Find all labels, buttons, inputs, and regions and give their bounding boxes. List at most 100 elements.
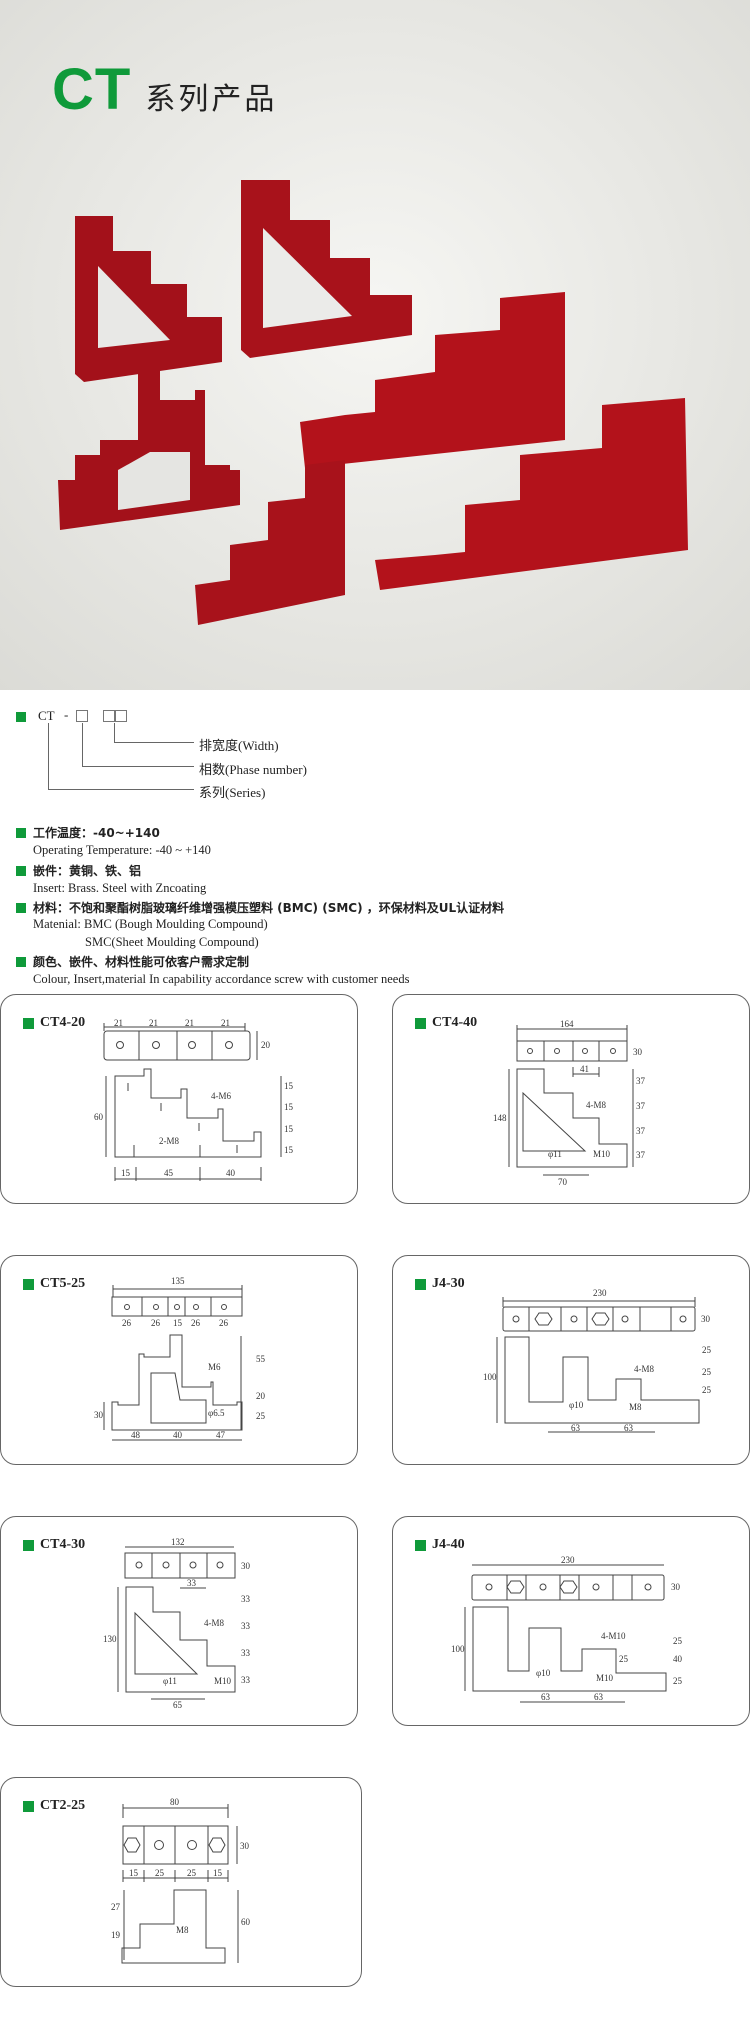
dim-label: 15 [284,1081,294,1091]
dim-label: 33 [241,1648,251,1658]
width-leader [114,723,194,743]
dim-label: 21 [114,1018,123,1028]
dim-label: 20 [256,1391,266,1401]
dim-label: 148 [493,1113,507,1123]
drawing-ct5-25: 135 26 26 15 26 26 M6 φ6.5 55 20 25 30 4… [94,1276,266,1441]
dim-label: 40 [673,1654,683,1664]
bullet-square-icon [16,828,26,838]
series-label: 系列(Series) [199,785,266,800]
product-card-ct2-25: CT2-25 80 30 15 25 25 15 27 19 M8 60 [0,1777,362,1987]
bullet-square-icon [16,866,26,876]
dim-label: 37 [636,1076,646,1086]
product-title: CT4-30 [23,1537,85,1553]
dim-label: 25 [702,1345,712,1355]
dim-label: 26 [122,1318,132,1328]
bullet-square-icon [415,1017,426,1029]
product-card-j4-40: J4-40 230 30 100 25 40 25 25 4-M10 φ10 M… [392,1516,750,1726]
dim-label: 45 [164,1168,174,1178]
bullet-square-icon [23,1539,34,1551]
dim-label: 55 [256,1354,266,1364]
series-leader [48,723,194,790]
bullet-square-icon [23,1278,34,1290]
dim-label: 2-M8 [159,1136,179,1146]
code-dash: - [64,707,69,722]
product-name: CT2-25 [40,1798,86,1813]
drawing-j4-40: 230 30 100 25 40 25 25 4-M10 φ10 M10 63 … [451,1555,683,1703]
dim-label: M10 [214,1676,232,1686]
product-card-ct4-20: CT4-20 21 21 21 21 20 60 15 15 15 15 4-M… [0,994,358,1204]
dim-label: φ11 [163,1676,177,1686]
busbar-support-j4-30 [300,292,565,468]
product-title: J4-30 [415,1276,465,1292]
spec-text: SMC(Sheet Moulding Compound) [85,935,259,949]
dim-label: 37 [636,1101,646,1111]
dim-label: 33 [241,1621,251,1631]
dim-label: 15 [173,1318,183,1328]
bullet-square-icon [16,712,26,722]
spec-text: Colour, Insert,material In capability ac… [33,972,410,986]
dim-label: 30 [241,1561,251,1571]
dim-label: M6 [208,1362,221,1372]
dim-label: 230 [561,1555,575,1565]
width-box-1 [103,710,115,722]
dim-label: 37 [636,1126,646,1136]
dim-label: 25 [673,1636,683,1646]
busbar-support-j4-40 [375,398,688,590]
product-name: J4-40 [432,1537,465,1552]
busbar-support-ct4-30 [75,216,222,382]
dim-label: 25 [187,1868,197,1878]
dim-label: φ11 [548,1149,562,1159]
dim-label: 80 [170,1797,180,1807]
bullet-square-icon [23,1800,34,1812]
dim-label: M10 [593,1149,611,1159]
width-box-2 [115,710,127,722]
spec-text: Insert: Brass. Steel with Zncoating [33,881,207,895]
dim-label: 25 [619,1654,629,1664]
dim-label: 60 [241,1917,251,1927]
dim-label: 15 [213,1868,223,1878]
dim-label: 63 [594,1692,604,1702]
dim-label: 33 [187,1578,197,1588]
dim-label: 100 [451,1644,465,1654]
code-prefix: CT [38,708,55,723]
drawing-ct4-20: 21 21 21 21 20 60 15 15 15 15 4-M6 2-M8 … [94,1018,294,1181]
product-card-ct4-40: CT4-40 164 30 41 148 37 37 37 37 4-M8 φ1… [392,994,750,1204]
dim-label: 63 [541,1692,551,1702]
dim-label: φ10 [569,1400,584,1410]
dim-label: φ6.5 [208,1408,225,1418]
spec-heading: 工作温度：-40~+140 [33,826,160,840]
dim-label: 25 [702,1385,712,1395]
dim-label: 130 [103,1634,117,1644]
busbar-support-ct5-25 [58,370,240,530]
brand-text: CT [52,57,132,122]
dim-label: 21 [185,1018,194,1028]
dim-label: 40 [173,1430,183,1440]
product-name: J4-30 [432,1276,465,1291]
product-title: CT4-20 [23,1015,85,1031]
dim-label: 132 [171,1537,185,1547]
bullet-square-icon [16,903,26,913]
dim-label: 70 [558,1177,568,1187]
bullet-square-icon [16,957,26,967]
dim-label: 37 [636,1150,646,1160]
spec-heading: 材料：不饱和聚酯树脂玻璃纤维增强模压塑料 (BMC) (SMC) ，环保材料及U… [33,901,505,915]
bullet-square-icon [415,1278,426,1290]
dim-label: 26 [191,1318,201,1328]
drawing-ct4-40: 164 30 41 148 37 37 37 37 4-M8 φ11 M10 7… [493,1019,646,1187]
product-title: CT5-25 [23,1276,85,1292]
dim-label: 4-M6 [211,1091,231,1101]
dim-label: φ10 [536,1668,551,1678]
drawing-j4-30: 230 30 100 25 25 25 4-M8 φ10 M8 63 63 [483,1288,712,1433]
spec-text: Operating Temperature: -40 ~ +140 [33,843,211,857]
dim-label: 21 [221,1018,230,1028]
dim-label: 27 [111,1902,121,1912]
product-name: CT4-20 [40,1015,86,1030]
bullet-square-icon [415,1539,426,1551]
dim-label: 65 [173,1700,183,1710]
dim-label: 4-M10 [601,1631,626,1641]
dim-label: M8 [629,1402,642,1412]
dim-label: 63 [624,1423,634,1433]
dim-label: 33 [241,1594,251,1604]
dim-label: 47 [216,1430,226,1440]
product-name: CT5-25 [40,1276,86,1291]
